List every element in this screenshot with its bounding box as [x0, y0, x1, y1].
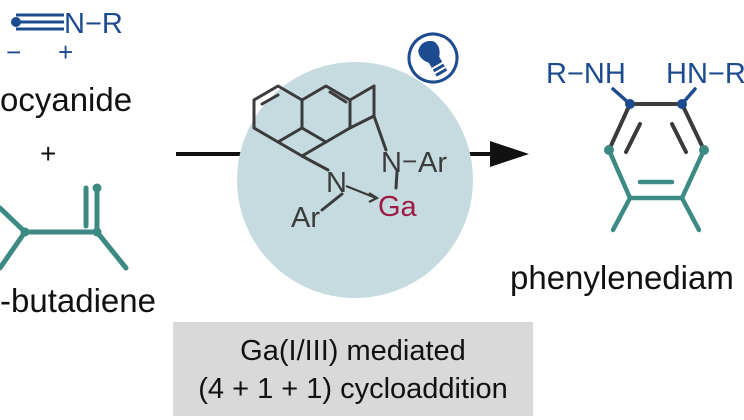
catalyst-circle: [237, 62, 473, 298]
product-right-amine: HN−R: [666, 58, 744, 90]
caption-line-2: (4 + 1 + 1) cycloaddition: [198, 373, 508, 405]
butadiene-label: -butadiene: [0, 282, 156, 319]
catalyst-metal: Ga: [378, 191, 418, 223]
catalyst-backbone: [252, 84, 399, 212]
product-label: phenylenediam: [510, 259, 734, 296]
isocyanide-group-text: N−R: [64, 8, 123, 40]
butadiene-atom-right: [92, 227, 102, 237]
n-ga-arrow: [345, 184, 380, 203]
isocyanide-label: ocyanide: [0, 81, 132, 118]
caption-box: [173, 322, 533, 416]
lightbulb-icon: [407, 32, 459, 84]
catalyst-ar-bottom: Ar: [291, 202, 320, 234]
combine-plus: +: [40, 138, 56, 169]
product-left-amine: R−NH: [546, 58, 626, 90]
catalyst-n-bottom: N: [326, 167, 347, 199]
catalyst-ar-top-dash: −: [402, 146, 417, 176]
plus-charge: +: [58, 37, 73, 67]
butadiene-structure: [0, 183, 129, 271]
catalyst-ar-top: Ar: [418, 147, 447, 179]
catalyst-n-top: N: [381, 147, 402, 179]
butadiene-atom-left: [20, 227, 30, 237]
caption-line-1: Ga(I/III) mediated: [240, 335, 466, 367]
isocyanide-structure: N−R − +: [6, 8, 123, 67]
minus-charge: −: [6, 37, 21, 67]
product-ring: [604, 87, 709, 233]
butadiene-atom-top: [92, 183, 102, 193]
